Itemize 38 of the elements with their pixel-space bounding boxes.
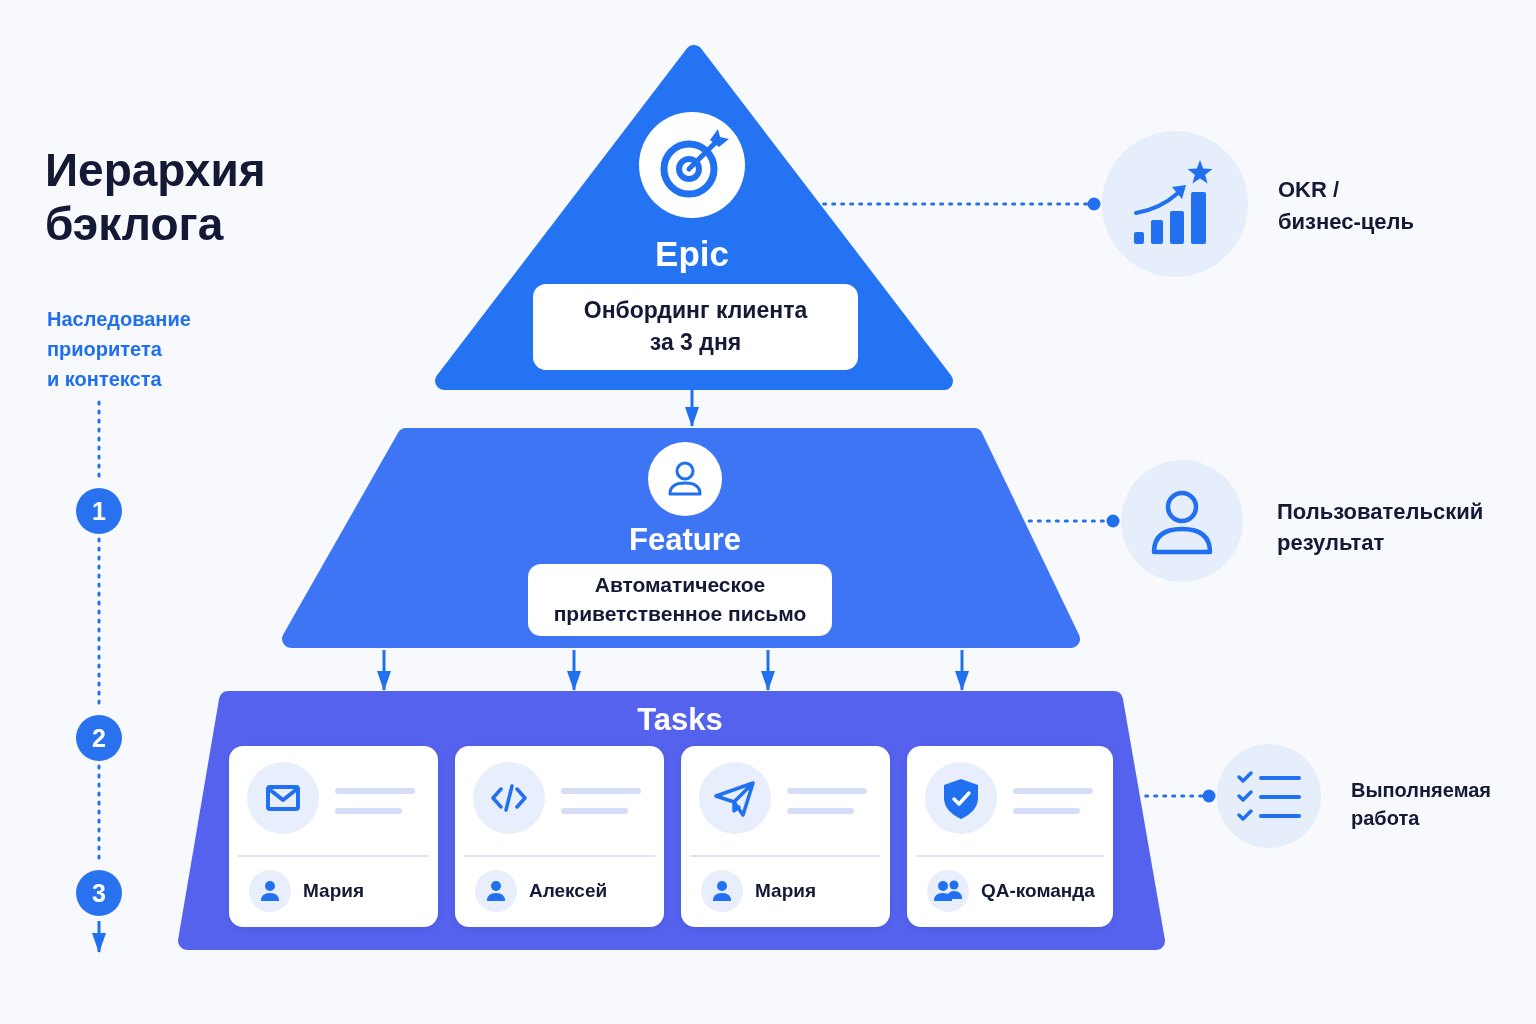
level-title: Epic (655, 233, 729, 275)
dotted-connector (1027, 514, 1120, 528)
growth-chart-icon (1102, 131, 1248, 277)
node-caption: Выполняемая работа (1351, 778, 1492, 831)
triangle-level (433, 42, 955, 390)
trapezoid-level (176, 690, 1168, 952)
arrow (377, 650, 391, 691)
trapezoid-level (280, 426, 1082, 650)
description-text: Онбординг клиента за 3 дня (582, 296, 809, 357)
dotted-connector (822, 197, 1101, 211)
description-text: Автоматическое приветственное письмо (552, 572, 808, 627)
task-card (229, 746, 438, 927)
task-card (681, 746, 890, 927)
side-note: Наследование приоритета и контекста (47, 304, 222, 394)
node-caption: Пользовательский результат (1277, 498, 1485, 557)
step-number: 3 (76, 870, 122, 916)
arrow (567, 650, 581, 691)
dotted-connector (1144, 789, 1216, 803)
user-icon (1121, 460, 1243, 582)
arrow (955, 650, 969, 691)
checklist-icon (1217, 744, 1321, 848)
description-card (528, 564, 832, 636)
assignee-name: QA-команда (981, 879, 1095, 903)
task-card (455, 746, 664, 927)
arrow (92, 921, 106, 953)
node-caption: OKR / бизнес-цель (1278, 176, 1416, 236)
level-title: Tasks (637, 701, 723, 739)
arrow (685, 390, 699, 427)
arrow (761, 650, 775, 691)
assignee-name: Мария (755, 879, 816, 903)
description-card (533, 284, 858, 370)
title: Иерархия бэклога (45, 143, 267, 251)
task-card (907, 746, 1113, 927)
level-title: Feature (629, 521, 741, 559)
assignee-name: Мария (303, 879, 364, 903)
step-number: 1 (76, 488, 122, 534)
step-number: 2 (76, 715, 122, 761)
assignee-name: Алексей (529, 879, 608, 903)
